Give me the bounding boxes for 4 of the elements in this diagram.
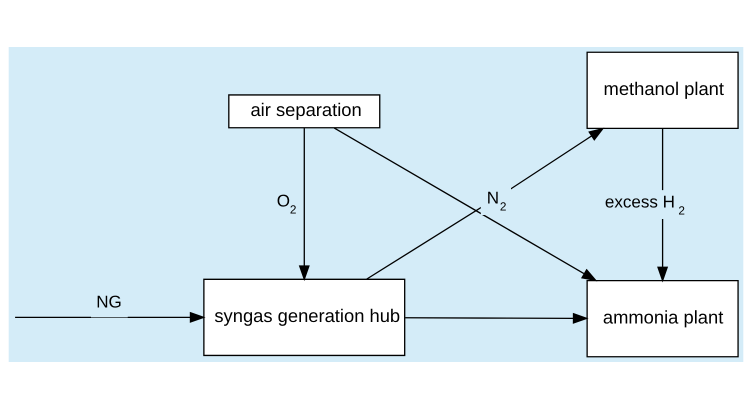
edge-label: NG [96,292,122,311]
edge-label: O$_{2}$ [276,191,296,216]
edge-label: excess H$_{2}$ [604,192,685,218]
edge-label: N$_{2}$ [486,188,506,214]
